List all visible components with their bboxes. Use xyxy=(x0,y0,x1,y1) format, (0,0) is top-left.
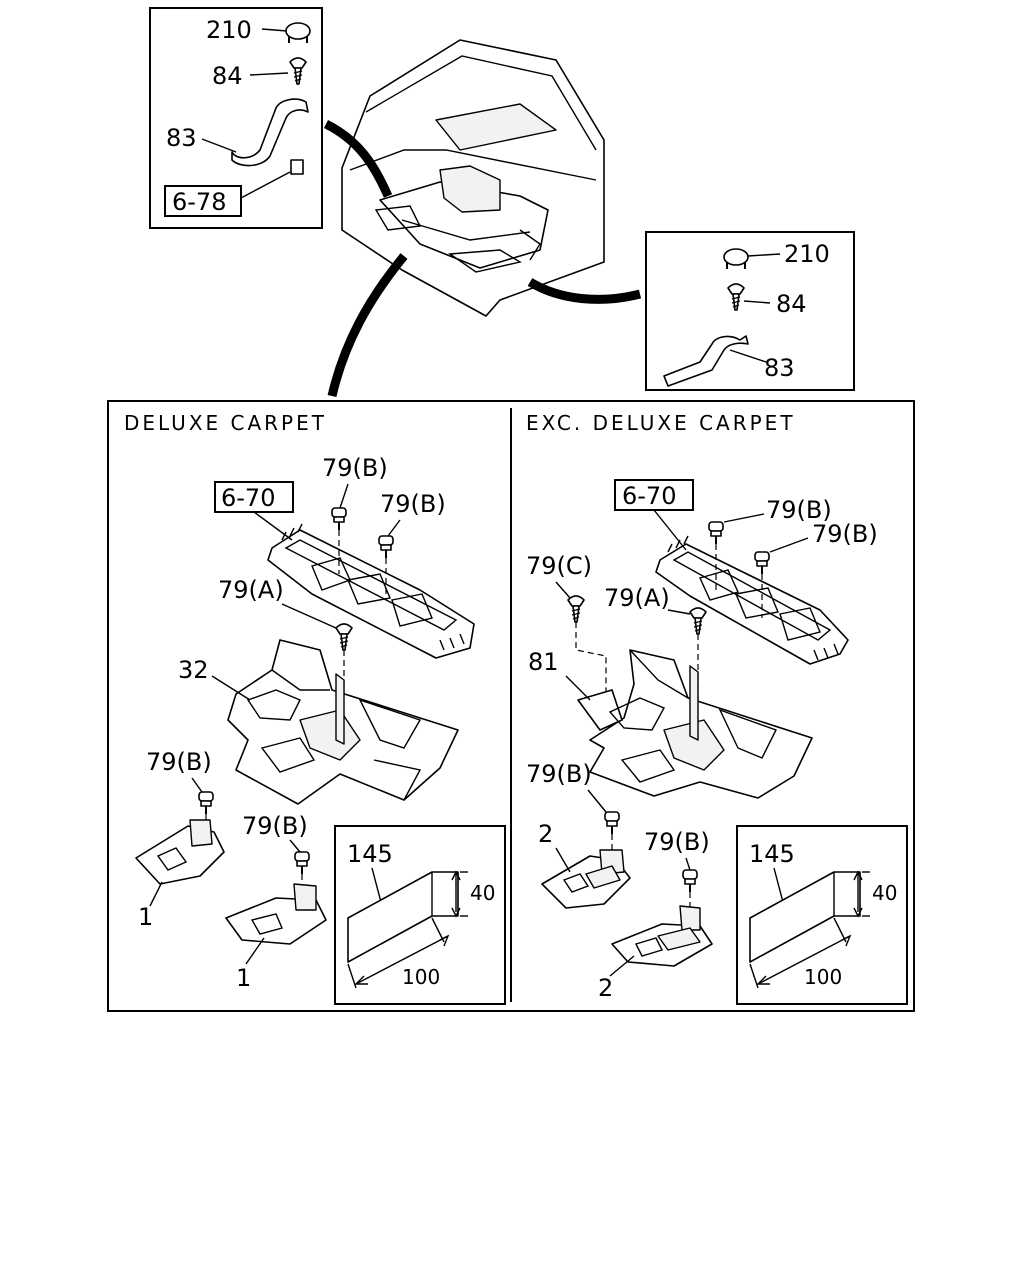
deluxe-carpet-section: DELUXE CARPET 6-70 79(B) 79(B) 79(A) xyxy=(124,411,506,1005)
callout-210: 210 xyxy=(206,16,252,44)
ref-box-6-70 xyxy=(614,479,694,511)
callout-84: 84 xyxy=(212,62,243,90)
top-right-inset: 210 84 83 xyxy=(645,231,855,391)
callout-79b: 79(B) xyxy=(812,520,878,548)
callout-79b: 79(B) xyxy=(526,760,592,788)
callout-79b: 79(B) xyxy=(322,454,388,482)
pad-dim-40: 40 xyxy=(470,881,495,905)
callout-83: 83 xyxy=(166,124,197,152)
callout-79b: 79(B) xyxy=(242,812,308,840)
callout-79a: 79(A) xyxy=(604,584,670,612)
clip-6-78-icon xyxy=(290,159,304,175)
callout-1: 1 xyxy=(236,964,251,992)
callout-83: 83 xyxy=(764,354,795,382)
pad-dim-100: 100 xyxy=(402,965,440,989)
callout-210: 210 xyxy=(784,240,830,268)
exc-deluxe-heading: EXC. DELUXE CARPET xyxy=(526,411,796,435)
ref-box-6-70 xyxy=(214,481,294,513)
pad-label-145: 145 xyxy=(749,840,795,868)
top-right-inset-frame xyxy=(645,231,855,391)
deluxe-heading: DELUXE CARPET xyxy=(124,411,327,435)
bracket-83-icon xyxy=(231,98,309,167)
callout-79b: 79(B) xyxy=(766,496,832,524)
callout-79b: 79(B) xyxy=(146,748,212,776)
pad-label-145: 145 xyxy=(347,840,393,868)
callout-84: 84 xyxy=(776,290,807,318)
ref-6-78: 6-78 xyxy=(172,188,226,216)
bracket-83-icon xyxy=(663,335,749,387)
pad-dim-100: 100 xyxy=(804,965,842,989)
cab-overview xyxy=(341,39,605,317)
callout-2: 2 xyxy=(598,974,613,1002)
callout-2: 2 xyxy=(538,820,553,848)
callout-1: 1 xyxy=(138,903,153,931)
callout-79a: 79(A) xyxy=(218,576,284,604)
exc-deluxe-carpet-section: EXC. DELUXE CARPET 6-70 79(B) 79(B) 79(C… xyxy=(526,411,908,1005)
top-left-inset: 210 84 83 6-78 xyxy=(149,7,323,229)
callout-79b: 79(B) xyxy=(644,828,710,856)
callout-79b: 79(B) xyxy=(380,490,446,518)
leader-curve-right xyxy=(527,278,642,304)
pad-dim-40: 40 xyxy=(872,881,897,905)
leader-curve-bottom xyxy=(327,253,408,398)
callout-79c: 79(C) xyxy=(526,552,592,580)
leader-curve-left xyxy=(323,119,393,198)
ref-6-70: 6-70 xyxy=(221,484,275,512)
ref-box-6-78 xyxy=(164,185,242,217)
ref-6-70: 6-70 xyxy=(622,482,676,510)
callout-81: 81 xyxy=(528,648,559,676)
rear-carpet-6-70 xyxy=(267,529,475,659)
callout-32: 32 xyxy=(178,656,209,684)
